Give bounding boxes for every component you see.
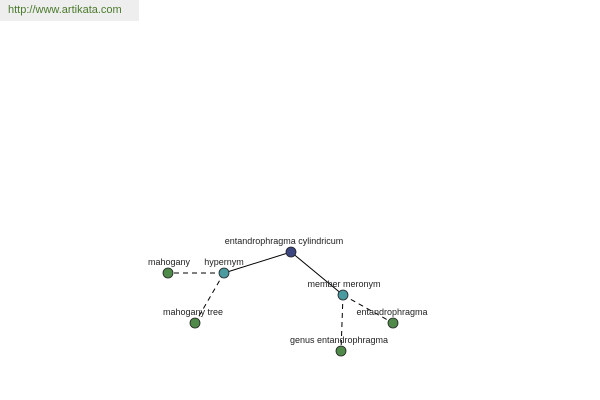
edge-member-meronym-to-entandrophragma — [342, 294, 394, 324]
edge-root-to-member-meronym — [290, 251, 344, 296]
node-root[interactable] — [285, 246, 297, 258]
node-layer — [162, 246, 399, 357]
edge-root-to-hypernym — [223, 251, 292, 274]
node-label-entandrophragma[interactable]: entandrophragma — [356, 307, 427, 317]
site-url-link[interactable]: http://www.artikata.com — [8, 4, 122, 16]
node-label-mahogany-tree[interactable]: mahogany tree — [163, 307, 223, 317]
node-genus-entandrophragma[interactable] — [335, 345, 347, 357]
node-hypernym[interactable] — [218, 267, 230, 279]
node-label-hypernym[interactable]: hypernym — [204, 257, 244, 267]
node-label-genus-entandrophragma[interactable]: genus entandrophragma — [290, 335, 388, 345]
node-mahogany-tree[interactable] — [189, 317, 201, 329]
node-mahogany[interactable] — [162, 267, 174, 279]
node-entandrophragma[interactable] — [387, 317, 399, 329]
edge-layer — [168, 251, 394, 352]
node-label-member-meronym[interactable]: member meronym — [307, 279, 380, 289]
edge-member-meronym-to-genus-entandrophragma — [340, 294, 344, 352]
edge-hypernym-to-mahogany-tree — [194, 272, 225, 324]
label-layer: entandrophragma cylindricum hypernym membe… — [148, 236, 428, 345]
node-member-meronym[interactable] — [337, 289, 349, 301]
url-bar: http://www.artikata.com — [0, 0, 139, 21]
node-label-mahogany[interactable]: mahogany — [148, 257, 191, 267]
node-label-root[interactable]: entandrophragma cylindricum — [225, 236, 344, 246]
